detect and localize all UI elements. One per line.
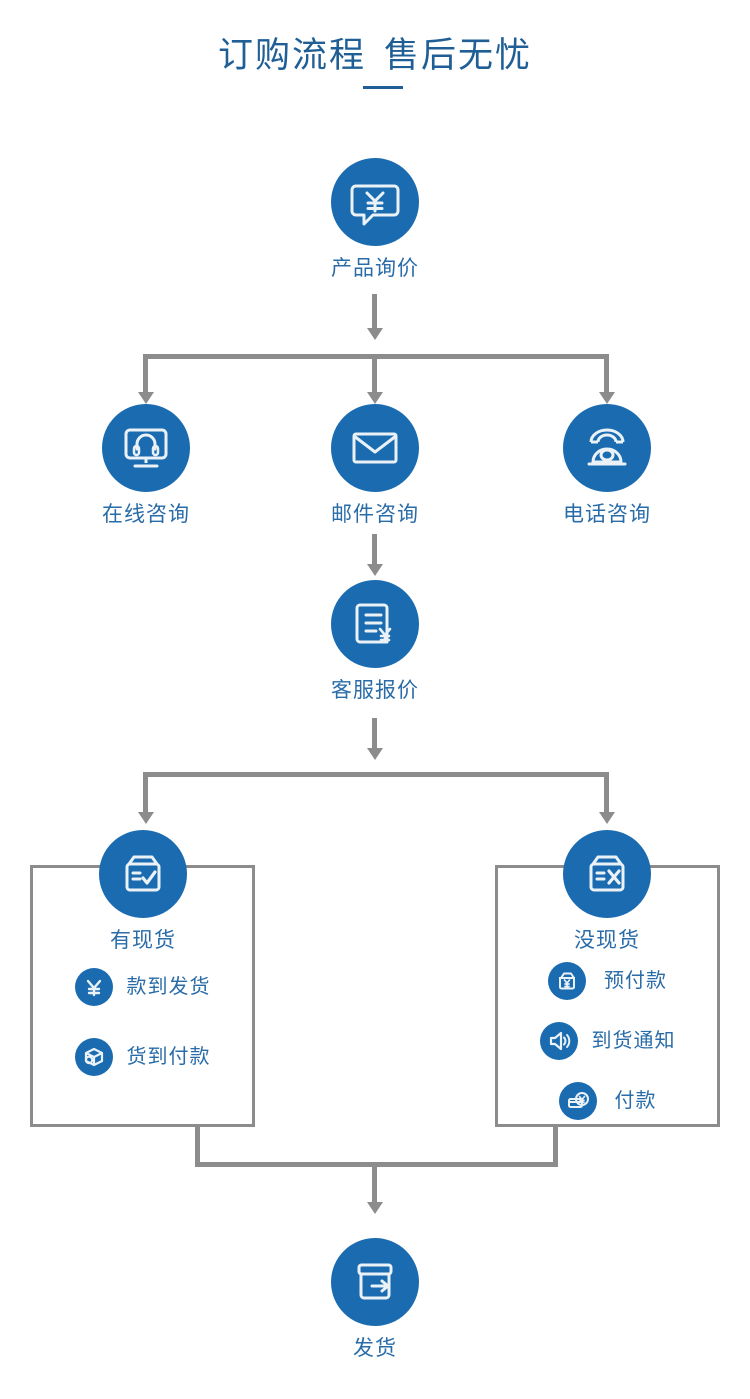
option-label: 到货通知 [591,1030,676,1052]
option-row[interactable]: 款到发货 [30,968,255,1006]
option-row[interactable]: 货到付款 [30,1038,255,1076]
node-label: 邮件咨询 [331,503,419,526]
speech-bubble-yen-icon [331,158,419,246]
page-title: 订购流程售后无忧 [0,36,750,89]
connector-split-bar-2way [143,772,609,777]
node-email-consult[interactable]: 邮件咨询 [295,404,455,525]
out-of-stock-options: 预付款 到货通知 付款 [495,962,720,1142]
arrow-email-to-quote [367,564,383,576]
node-service-quote[interactable]: 客服报价 [295,580,455,701]
arrow-merge-down [367,1202,383,1214]
option-row[interactable]: 预付款 [495,962,720,1000]
speaker-icon [539,1022,578,1060]
node-shipment[interactable]: 发货 [295,1238,455,1359]
yen-icon [74,968,113,1006]
option-label: 付款 [614,1090,657,1112]
node-out-of-stock[interactable]: 没现货 [527,830,687,951]
title-part-2: 售后无忧 [384,36,533,75]
package-3d-icon [74,1038,113,1076]
node-label: 发货 [353,1337,397,1360]
connector-branch-right [604,354,609,394]
in-stock-options: 款到发货 货到付款 [30,968,255,1098]
connector-branch-instock [143,772,148,814]
connector-outstock-down [553,1127,558,1167]
connector-quote-down [372,718,377,750]
node-online-consult[interactable]: 在线咨询 [66,404,226,525]
option-row[interactable]: 到货通知 [495,1022,720,1060]
envelope-icon [331,404,419,492]
connector-instock-down [195,1127,200,1167]
title-underline [363,86,403,89]
connector-start-down [372,294,377,330]
telephone-icon [563,404,651,492]
arrow-branch-instock [137,812,154,824]
node-in-stock[interactable]: 有现货 [63,830,223,951]
node-label: 有现货 [110,929,176,952]
connector-branch-center [372,354,377,394]
monitor-headset-icon [102,404,190,492]
option-row[interactable]: 付款 [495,1082,720,1120]
arrow-quote-down [367,748,383,760]
node-label: 在线咨询 [102,503,190,526]
option-label: 款到发货 [126,976,211,998]
arrow-branch-center [367,392,383,404]
arrow-branch-right [598,392,615,404]
arrow-branch-outstock [598,812,615,824]
option-label: 预付款 [604,970,667,992]
document-yen-icon [331,580,419,668]
node-label: 电话咨询 [563,503,651,526]
arrow-branch-left [137,392,154,404]
arrow-start-down [367,328,383,340]
node-label: 没现货 [574,929,640,952]
node-label: 客服报价 [331,679,419,702]
connector-branch-left [143,354,148,394]
wallet-yen-icon [548,962,586,1000]
box-arrow-out-icon [331,1238,419,1326]
node-label: 产品询价 [331,257,419,280]
node-phone-consult[interactable]: 电话咨询 [527,404,687,525]
connector-branch-outstock [604,772,609,814]
node-product-inquiry[interactable]: 产品询价 [295,158,455,279]
card-yen-icon [558,1082,597,1120]
connector-email-to-quote [372,534,377,566]
connector-merge-down [372,1162,377,1204]
box-cross-icon [563,830,651,918]
box-check-icon [99,830,187,918]
option-label: 货到付款 [126,1046,211,1068]
title-part-1: 订购流程 [217,36,366,75]
